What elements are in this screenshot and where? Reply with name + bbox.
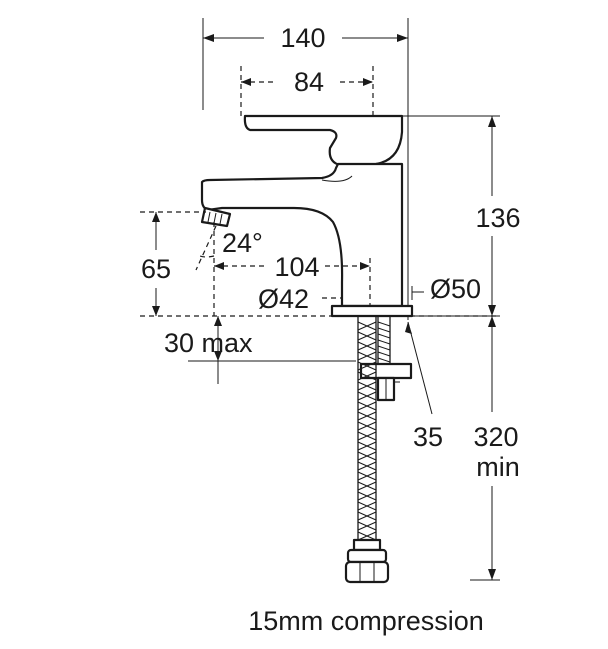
- hose-length-suffix: min: [476, 452, 520, 482]
- tap-aerator: [200, 206, 232, 228]
- handle-width-label: 84: [294, 67, 324, 97]
- dimension-handle-width: 84: [240, 66, 374, 116]
- dimension-deck-thickness: 30 max: [164, 316, 356, 384]
- dimension-height: 136: [402, 115, 521, 316]
- height-label: 136: [475, 203, 520, 233]
- tap-body: [200, 114, 414, 318]
- dimension-spout-angle: 24°: [195, 222, 263, 316]
- dimension-nut-size: 35: [405, 321, 443, 452]
- dimension-overall-width: 140: [202, 18, 409, 320]
- deck-thickness-label: 30 max: [164, 328, 253, 358]
- fixing-nut: [359, 362, 413, 380]
- dimension-hose-length: 320 min: [470, 316, 520, 581]
- dimension-base-diameter: Ø50: [411, 274, 481, 304]
- flexible-hose: [357, 316, 377, 541]
- caption-compression: 15mm compression: [248, 606, 484, 636]
- compression-fitting: [344, 538, 390, 584]
- spout-height-label: 65: [141, 254, 171, 284]
- base-diameter-label: Ø50: [430, 274, 481, 304]
- shank-diameter-label: Ø42: [258, 284, 309, 314]
- reach-label: 104: [274, 252, 319, 282]
- threaded-stud: [359, 316, 413, 402]
- tap-handle: [243, 114, 404, 167]
- hose-length-label: 320: [473, 422, 518, 452]
- dimension-reach: 104: [214, 252, 371, 306]
- dimension-shank-diameter: Ø42: [258, 284, 343, 314]
- overall-width-label: 140: [280, 23, 325, 53]
- spout-angle-label: 24°: [222, 228, 263, 258]
- nut-size-label: 35: [413, 422, 443, 452]
- dimension-spout-height: 65: [140, 211, 206, 316]
- tap-base-plate: [330, 304, 414, 318]
